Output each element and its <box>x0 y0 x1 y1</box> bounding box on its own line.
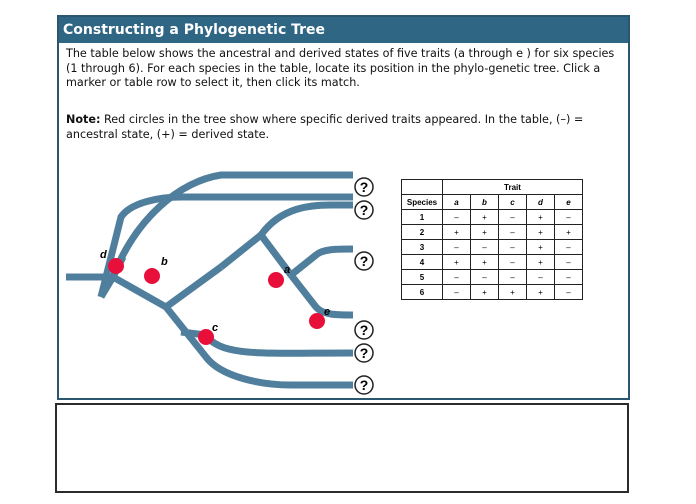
state-cell: – <box>498 209 527 225</box>
species-cell: 5 <box>401 269 443 285</box>
table-row[interactable]: 5 – – – – – <box>401 269 583 285</box>
branch-top <box>109 171 353 279</box>
table-corner <box>401 179 443 195</box>
trait-marker-a[interactable] <box>268 272 284 288</box>
state-cell: + <box>526 209 555 225</box>
question-mark-icon: ? <box>360 322 369 338</box>
species-cell: 4 <box>401 254 443 270</box>
table-row[interactable]: 6 – + + + – <box>401 284 583 300</box>
question-mark-icon: ? <box>360 179 369 195</box>
branch-a-to-sp <box>258 201 353 238</box>
state-cell: + <box>526 239 555 255</box>
trait-header-c: c <box>498 194 527 210</box>
table-row[interactable]: 2 + + – + + <box>401 224 583 240</box>
state-cell: – <box>498 254 527 270</box>
state-cell: – <box>526 269 555 285</box>
question-mark-icon: ? <box>360 377 369 393</box>
state-cell: – <box>442 209 471 225</box>
species-cell: 2 <box>401 224 443 240</box>
trait-marker-d[interactable] <box>108 258 124 274</box>
state-cell: + <box>498 284 527 300</box>
branch-e-up <box>288 245 354 278</box>
state-cell: + <box>442 224 471 240</box>
state-cell: – <box>442 284 471 300</box>
species-cell: 3 <box>401 239 443 255</box>
trait-label-a: a <box>284 264 290 276</box>
state-cell: – <box>554 269 583 285</box>
trait-marker-e[interactable] <box>309 313 325 329</box>
trait-header-b: b <box>470 194 499 210</box>
trait-label-e: e <box>324 306 330 318</box>
state-cell: – <box>498 224 527 240</box>
branch-b-species3 <box>97 193 353 298</box>
note-label: Note: <box>66 113 101 126</box>
state-cell: – <box>554 209 583 225</box>
panel-title: Constructing a Phylogenetic Tree <box>59 17 628 43</box>
state-cell: + <box>442 254 471 270</box>
species-slot-6[interactable]: ? <box>354 375 374 395</box>
activity-panel: Constructing a Phylogenetic Tree The tab… <box>57 15 630 400</box>
species-slot-5[interactable]: ? <box>354 343 374 363</box>
state-cell: – <box>470 239 499 255</box>
state-cell: – <box>498 239 527 255</box>
trait-marker-b[interactable] <box>144 268 160 284</box>
branch-main-b <box>111 273 168 311</box>
trait-header-a: a <box>442 194 471 210</box>
branch-c-down <box>203 332 354 357</box>
species-cell: 6 <box>401 284 443 300</box>
species-slot-3[interactable]: ? <box>354 251 374 271</box>
trait-label-c: c <box>212 322 218 334</box>
trait-group-header: Trait <box>442 179 583 195</box>
state-cell: – <box>442 239 471 255</box>
branch-b-split <box>163 304 353 389</box>
state-cell: + <box>470 224 499 240</box>
state-cell: – <box>554 254 583 270</box>
state-cell: – <box>470 269 499 285</box>
species-cell: 1 <box>401 209 443 225</box>
state-cell: – <box>554 239 583 255</box>
state-cell: + <box>526 254 555 270</box>
question-mark-icon: ? <box>360 345 369 361</box>
question-mark-icon: ? <box>360 202 369 218</box>
branch-e <box>258 232 294 278</box>
feedback-box <box>55 403 629 493</box>
state-cell: – <box>442 269 471 285</box>
trait-label-d: d <box>100 249 107 261</box>
table-row[interactable]: 4 + + – + – <box>401 254 583 270</box>
table-row[interactable]: 3 – – – + – <box>401 239 583 255</box>
trait-header-e: e <box>554 194 583 210</box>
state-cell: + <box>470 209 499 225</box>
species-slot-1[interactable]: ? <box>354 177 374 197</box>
trait-label-b: b <box>161 256 168 268</box>
state-cell: + <box>526 284 555 300</box>
state-cell: + <box>470 284 499 300</box>
instructions-text: The table below shows the ancestral and … <box>66 47 615 89</box>
trait-markers: d b a c e <box>100 249 330 345</box>
state-cell: – <box>498 269 527 285</box>
trait-marker-c[interactable] <box>198 329 214 345</box>
state-cell: + <box>554 224 583 240</box>
phylogenetic-tree: d b a c e ? ? ? <box>66 171 374 395</box>
state-cell: – <box>554 284 583 300</box>
note-text: Note: Red circles in the tree show where… <box>66 113 618 142</box>
note-body: Red circles in the tree show where speci… <box>66 113 584 141</box>
trait-header-d: d <box>526 194 555 210</box>
branch-e-down <box>288 272 354 319</box>
branch-c <box>163 264 224 310</box>
state-cell: + <box>470 254 499 270</box>
species-slot-4[interactable]: ? <box>354 320 374 340</box>
branch-a-up <box>218 232 264 270</box>
species-slot-2[interactable]: ? <box>354 200 374 220</box>
question-mark-icon: ? <box>360 253 369 269</box>
state-cell: + <box>526 224 555 240</box>
species-slots: ? ? ? ? ? ? <box>354 177 374 395</box>
tree-branches <box>66 171 354 389</box>
species-header: Species <box>401 194 443 210</box>
table-row[interactable]: 1 – + – + – <box>401 209 583 225</box>
trait-table: Trait Species a b c d e 1 – + – + – 2 <box>401 179 583 300</box>
